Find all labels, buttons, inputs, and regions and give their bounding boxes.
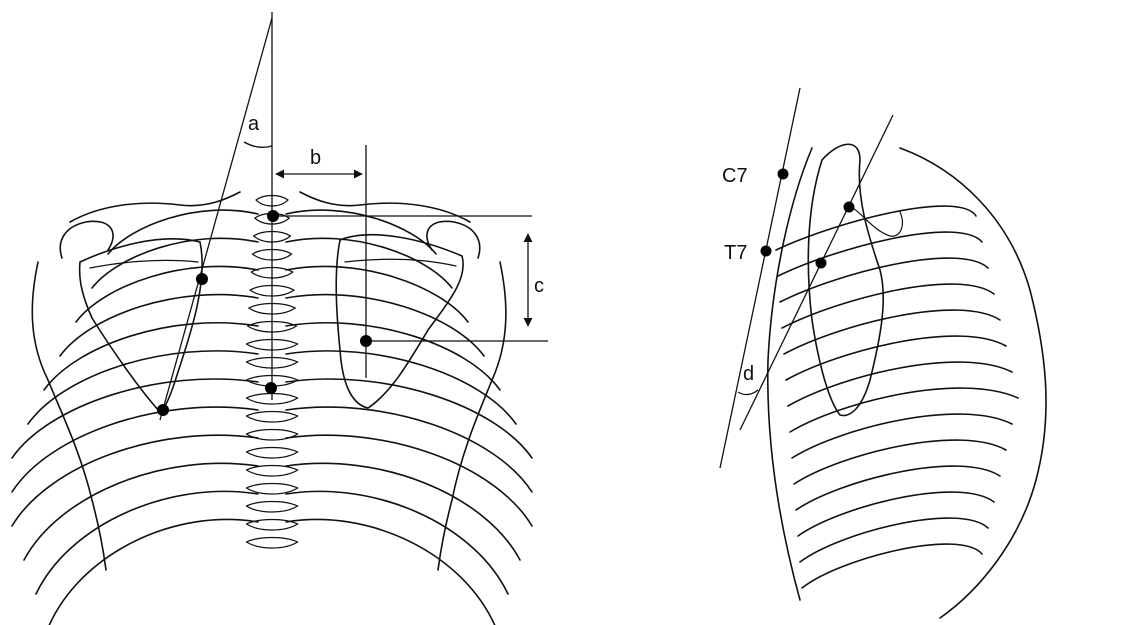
landmark-c7 — [267, 210, 279, 222]
vertebra — [246, 466, 297, 477]
rib — [792, 414, 1012, 458]
vertebra — [246, 430, 297, 441]
torso-outline-left — [32, 262, 106, 570]
label-c: c — [534, 275, 544, 297]
rib — [108, 210, 258, 254]
rib — [286, 295, 484, 356]
rib — [800, 518, 988, 562]
angle-arc-d — [738, 390, 758, 395]
rib — [798, 492, 994, 536]
rib — [48, 519, 258, 625]
vertebra — [246, 448, 297, 459]
rib — [286, 407, 532, 492]
line-scapular-plane — [740, 115, 893, 430]
label-t7: T7 — [724, 242, 747, 264]
clavicle-left — [70, 192, 240, 222]
landmark-scapula-right — [360, 335, 372, 347]
vertebra — [246, 412, 297, 423]
rib-cage-right — [286, 210, 532, 625]
posterior-view: a b c — [12, 12, 548, 625]
rib — [794, 440, 1006, 484]
lateral-back-outline — [768, 148, 812, 600]
lateral-ribs — [776, 206, 1018, 588]
landmark-acromion-lateral — [844, 202, 855, 213]
lateral-view: C7 T7 d — [720, 88, 1046, 618]
scapular-spine-right — [345, 259, 456, 266]
rib — [24, 463, 258, 560]
angle-arc-a — [244, 142, 272, 147]
rib — [286, 351, 516, 424]
scapular-spine-left — [90, 260, 198, 268]
vertebra — [246, 484, 297, 495]
rib — [60, 295, 258, 356]
rib — [782, 284, 994, 328]
rib — [12, 407, 258, 492]
clavicle-right — [300, 192, 470, 222]
vertebra — [246, 502, 297, 513]
rib — [12, 435, 258, 526]
label-d: d — [743, 363, 754, 385]
line-c7-t7 — [720, 88, 800, 468]
rib — [796, 466, 1000, 510]
rib — [802, 544, 982, 588]
rib — [286, 210, 436, 254]
landmark-scapula-lateral — [816, 258, 827, 269]
rib-cage-left — [12, 210, 258, 625]
landmark-t7-lateral — [761, 246, 772, 257]
rib — [286, 435, 532, 526]
rib — [286, 519, 496, 625]
label-b: b — [310, 147, 321, 169]
rib — [286, 491, 508, 594]
lateral-scapula — [808, 144, 883, 415]
rib — [790, 388, 1018, 432]
rib — [36, 491, 258, 594]
landmark-scapula-spine-left — [196, 273, 208, 285]
rib — [286, 463, 520, 560]
torso-outline-right — [438, 262, 506, 570]
landmark-inferior-angle-left — [157, 404, 169, 416]
vertebra — [246, 538, 297, 549]
landmark-c7-lateral — [778, 169, 789, 180]
vertebra — [246, 520, 297, 531]
label-a: a — [248, 113, 260, 135]
landmark-t7 — [265, 382, 277, 394]
label-c7: C7 — [722, 165, 748, 187]
